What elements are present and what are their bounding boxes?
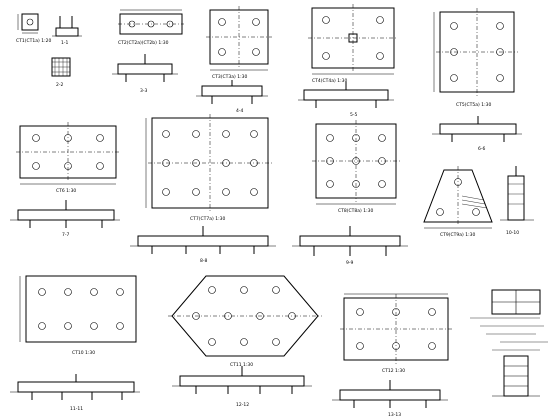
pile-cap-section-7-7: 7-7 xyxy=(10,200,120,238)
pile-cap-ct12-plan: CT12 1:30 xyxy=(340,293,452,374)
label-ct3: CT3(CT3a) 1:30 xyxy=(212,74,247,80)
label-section-12-12: 12-12 xyxy=(236,402,249,408)
label-ct12: CT12 1:30 xyxy=(382,368,405,374)
pile-cap-ct5-plan: CT5(CT5a) 1:30 xyxy=(433,8,518,108)
pile-cap-ct4-plan: CT4(CT4a) 1:30 xyxy=(308,4,398,84)
pile-cap-section-3-3: 3-3 xyxy=(112,54,178,94)
pile-cap-section-11-11: 11-11 xyxy=(10,374,140,412)
label-section-3-3: 3-3 xyxy=(140,88,147,94)
label-section-2-2: 2-2 xyxy=(56,82,63,88)
pile-cap-ct8-plan: CT8(CT8a) 1:30 xyxy=(312,120,400,214)
pile-cap-ct2-plan: CT2(CT2a)(CT2b) 1:30 xyxy=(118,9,184,46)
pile-cap-section-12-12: 12-12 xyxy=(172,366,312,408)
label-section-13-13: 13-13 xyxy=(388,412,401,418)
pile-cap-section-5-5: 5-5 xyxy=(298,82,394,118)
pile-cap-section-2-2: 2-2 xyxy=(51,57,71,88)
pile-cap-ct7-plan: CT7(CT7a) 1:30 xyxy=(145,114,272,222)
label-ct8: CT8(CT8a) 1:30 xyxy=(338,208,373,214)
pile-cap-section-4-4: 4-4 xyxy=(196,80,268,114)
pile-cap-ct9-plan: CT9(CT9a) 1:30 xyxy=(423,166,493,238)
label-ct1: CT1(CT1a) 1:20 xyxy=(16,38,51,44)
label-section-5-5: 5-5 xyxy=(350,112,357,118)
label-ct11: CT11 1:30 xyxy=(230,362,253,368)
detail-box-right xyxy=(470,289,548,397)
pile-cap-section-1-1: 1-1 xyxy=(52,16,82,46)
label-section-4-4: 4-4 xyxy=(236,108,243,114)
label-section-8-8: 8-8 xyxy=(200,258,207,264)
pile-cap-section-9-9: 9-9 xyxy=(292,226,408,266)
label-ct5: CT5(CT5a) 1:30 xyxy=(456,102,491,108)
pile-cap-ct3-plan: CT3(CT3a) 1:30 xyxy=(206,6,272,80)
label-ct7: CT7(CT7a) 1:30 xyxy=(190,216,225,222)
label-section-10-10: 10-10 xyxy=(506,230,519,236)
label-section-1-1: 1-1 xyxy=(61,40,68,46)
label-section-6-6: 6-6 xyxy=(478,146,485,152)
pile-cap-section-8-8: 8-8 xyxy=(130,226,276,264)
pile-cap-section-13-13: 13-13 xyxy=(332,380,448,418)
pile-cap-ct10-plan: CT10 1:30 xyxy=(19,275,137,356)
pile-cap-ct11-plan: CT11 1:30 xyxy=(168,275,322,368)
pile-cap-section-10-10: 10-10 xyxy=(500,166,534,236)
label-ct4: CT4(CT4a) 1:30 xyxy=(312,78,347,84)
label-ct2: CT2(CT2a)(CT2b) 1:30 xyxy=(118,40,169,46)
label-section-9-9: 9-9 xyxy=(346,260,353,266)
label-ct10: CT10 1:30 xyxy=(72,350,95,356)
label-ct9: CT9(CT9a) 1:30 xyxy=(440,232,475,238)
label-section-11-11: 11-11 xyxy=(70,406,83,412)
label-ct6: CT6 1:30 xyxy=(56,188,76,194)
label-section-7-7: 7-7 xyxy=(62,232,69,238)
pile-cap-ct6-plan: CT6 1:30 xyxy=(16,122,120,194)
pile-cap-section-6-6: 6-6 xyxy=(432,116,522,152)
pile-cap-ct1-plan: CT1(CT1a) 1:20 xyxy=(16,13,51,44)
